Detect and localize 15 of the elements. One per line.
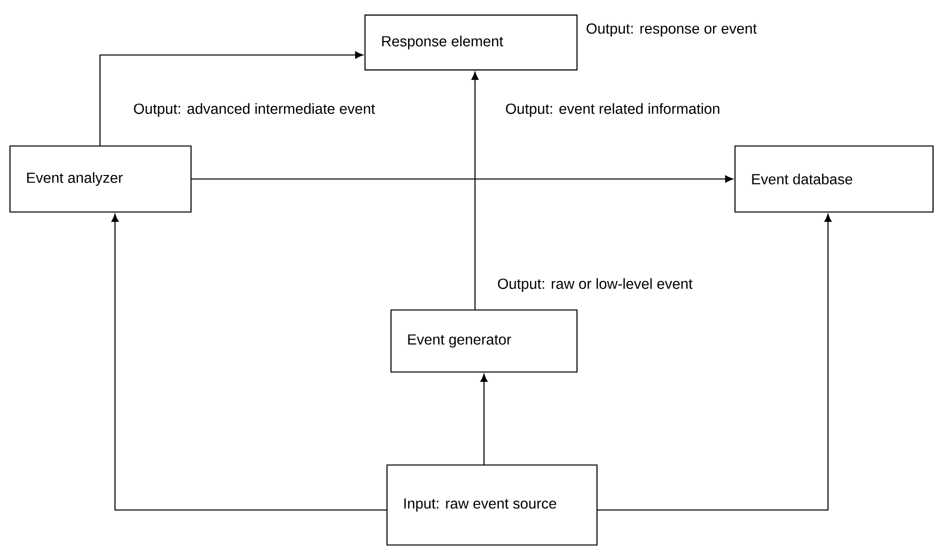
arrow bbox=[192, 175, 734, 183]
arrow bbox=[598, 214, 832, 511]
arrow bbox=[480, 374, 488, 464]
arrow bbox=[111, 214, 386, 511]
process-box: Input: raw event source bbox=[386, 464, 598, 546]
process-box: Event generator bbox=[390, 309, 578, 373]
output-label: Output: event related information bbox=[506, 103, 720, 117]
output-label: Output: raw or low-level event bbox=[498, 278, 692, 292]
output-label: Output: advanced intermediate event bbox=[134, 103, 376, 117]
process-box: Response element bbox=[364, 14, 578, 70]
process-box: Event database bbox=[734, 145, 934, 213]
arrow bbox=[99, 51, 364, 146]
output-label: Output: response or event bbox=[586, 23, 757, 37]
process-box: Event analyzer bbox=[9, 145, 192, 213]
arrow bbox=[471, 72, 479, 310]
